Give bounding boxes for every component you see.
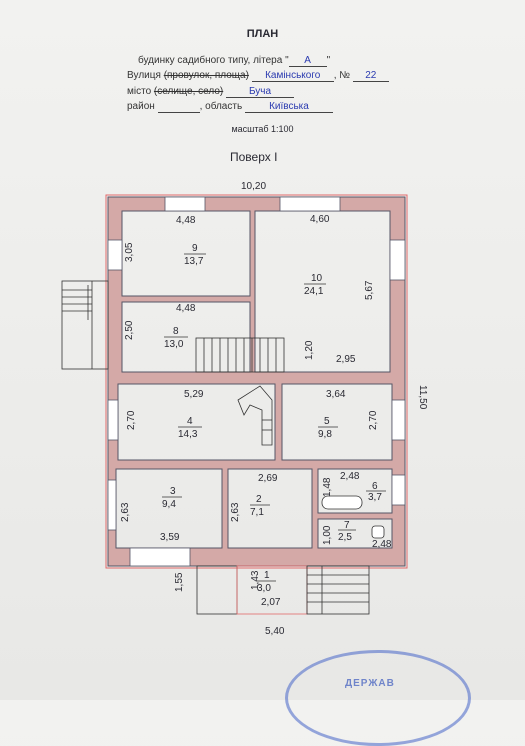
- room10-width: 4,60: [310, 214, 330, 225]
- room7-width: 2,48: [372, 539, 392, 550]
- porch: [196, 565, 370, 615]
- dim-top: 10,20: [241, 181, 266, 192]
- dim-porch-left: 1,55: [174, 572, 185, 592]
- floor-title: Поверх І: [230, 150, 278, 164]
- left-entrance-stairs: [61, 280, 109, 370]
- room3-area: 9,4: [162, 499, 176, 510]
- bathtub: [321, 495, 363, 510]
- room4-height: 2,70: [126, 410, 137, 430]
- dim-porch-depth: 1,43: [250, 570, 261, 590]
- room9-area: 13,7: [184, 256, 204, 267]
- stamp-text: ДЕРЖАВ: [345, 678, 395, 689]
- room8-area: 13,0: [164, 339, 184, 350]
- dim-right: 11,50: [417, 385, 428, 410]
- room4-area: 14,3: [178, 429, 198, 440]
- stair-height: 1,20: [304, 340, 315, 360]
- official-stamp: [285, 650, 471, 746]
- region-value: Київська: [244, 101, 333, 113]
- scale-label: масштаб 1:100: [231, 124, 294, 134]
- room10-area: 24,1: [304, 286, 324, 297]
- room8-number: 8: [173, 326, 179, 337]
- stair-width: 2,95: [336, 354, 356, 365]
- room5-area: 9,8: [318, 429, 332, 440]
- room7-height: 1,00: [322, 525, 333, 545]
- room2-width: 2,69: [258, 473, 278, 484]
- district-line: район , область Київська: [127, 101, 333, 113]
- building-letter: А: [288, 55, 327, 67]
- room6-number: 6: [372, 481, 378, 492]
- room7-area: 2,5: [338, 532, 352, 543]
- dim-porch-width: 2,07: [261, 597, 281, 608]
- room9-number: 9: [192, 243, 198, 254]
- room6-height: 1,48: [322, 477, 333, 497]
- room2-height: 2,63: [230, 502, 241, 522]
- header-subtitle: будинку садибного типу, літера "А": [138, 55, 331, 67]
- room8-width: 4,48: [176, 303, 196, 314]
- room1-number: 1: [264, 570, 270, 581]
- room8-height: 2,50: [124, 320, 135, 340]
- room1-area: 3,0: [257, 583, 271, 594]
- room3-width: 3,59: [160, 532, 180, 543]
- room3-height: 2,63: [120, 502, 131, 522]
- floor-plan: 10,20 11,50 5,40 1,55 2,07 1,43 4,48 3,0…: [61, 181, 428, 637]
- room7-number: 7: [344, 520, 350, 531]
- room6-width: 2,48: [340, 471, 360, 482]
- city-line: місто (селище, село) Буча: [127, 86, 294, 98]
- street-line: Вулиця (провулок, площа) Камінського, № …: [127, 70, 389, 82]
- room9-height: 3,05: [124, 242, 135, 262]
- interior-stairs: [195, 337, 285, 446]
- room2-number: 2: [256, 494, 262, 505]
- dim-bottom: 5,40: [265, 626, 285, 637]
- room6-area: 3,7: [368, 492, 382, 503]
- document-title: ПЛАН: [246, 28, 279, 40]
- room4-number: 4: [187, 416, 193, 427]
- house-number: 22: [352, 70, 389, 82]
- room5-height: 2,70: [368, 410, 379, 430]
- room3-number: 3: [170, 486, 176, 497]
- street-value: Камінського: [251, 70, 334, 82]
- room4-width: 5,29: [184, 389, 204, 400]
- room9-width: 4,48: [176, 215, 196, 226]
- city-value: Буча: [226, 86, 294, 98]
- red-outline: [105, 194, 408, 569]
- room10-number: 10: [311, 273, 323, 284]
- room2-area: 7,1: [250, 507, 264, 518]
- room5-width: 3,64: [326, 389, 346, 400]
- room10-height: 5,67: [364, 280, 375, 300]
- room5-number: 5: [324, 416, 330, 427]
- windows: [107, 196, 406, 567]
- sink: [371, 525, 385, 539]
